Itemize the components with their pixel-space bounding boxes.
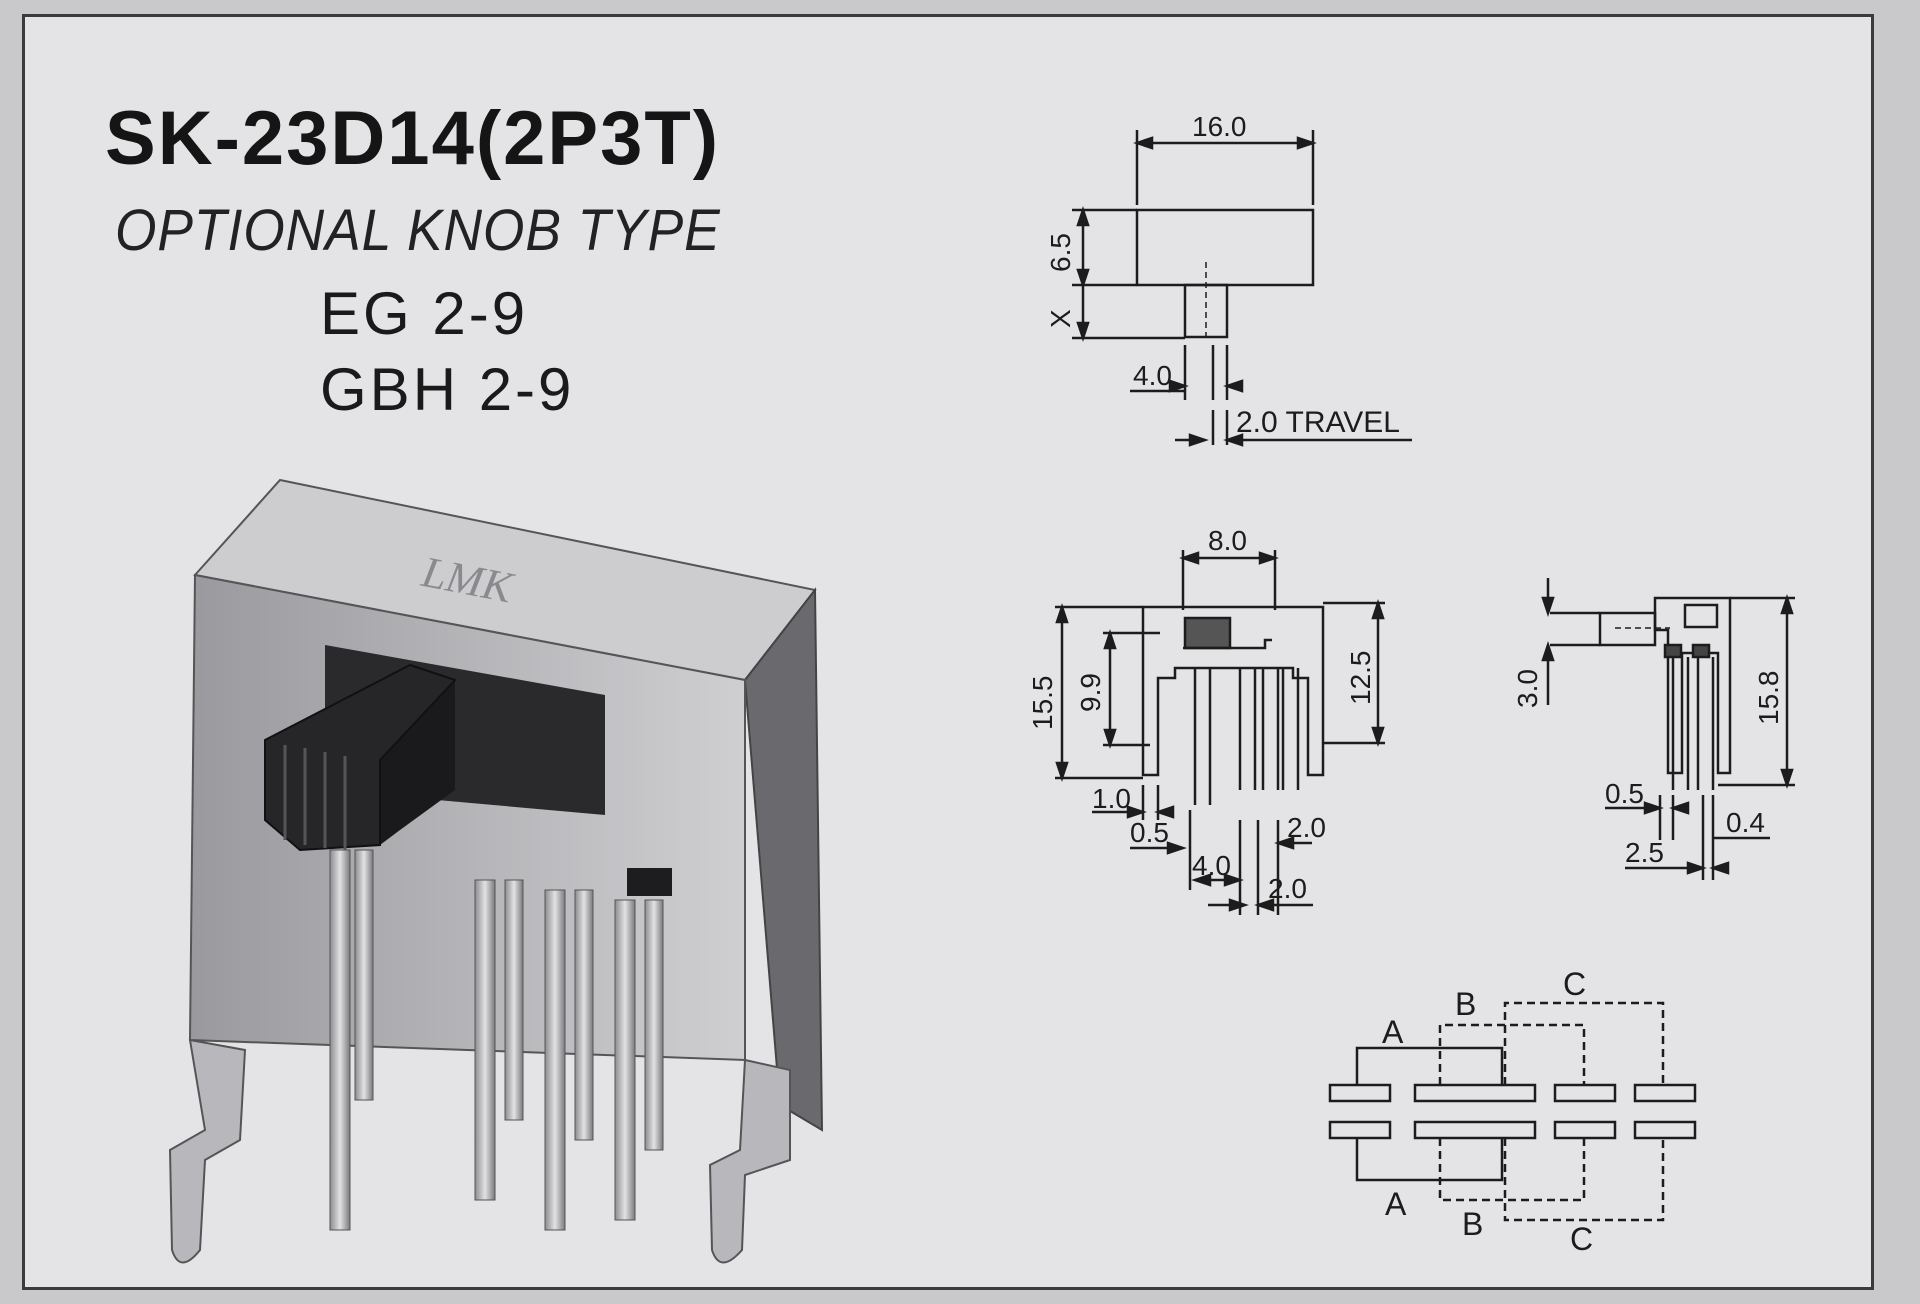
- subtitle: OPTIONAL KNOB TYPE: [115, 198, 721, 263]
- knob-type-gbh: GBH 2-9: [320, 356, 575, 423]
- model-title: SK-23D14(2P3T): [105, 96, 721, 181]
- knob-type-eg: EG 2-9: [320, 280, 529, 347]
- datasheet-panel: SK-23D14(2P3T) OPTIONAL KNOB TYPE EG 2-9…: [22, 14, 1874, 1290]
